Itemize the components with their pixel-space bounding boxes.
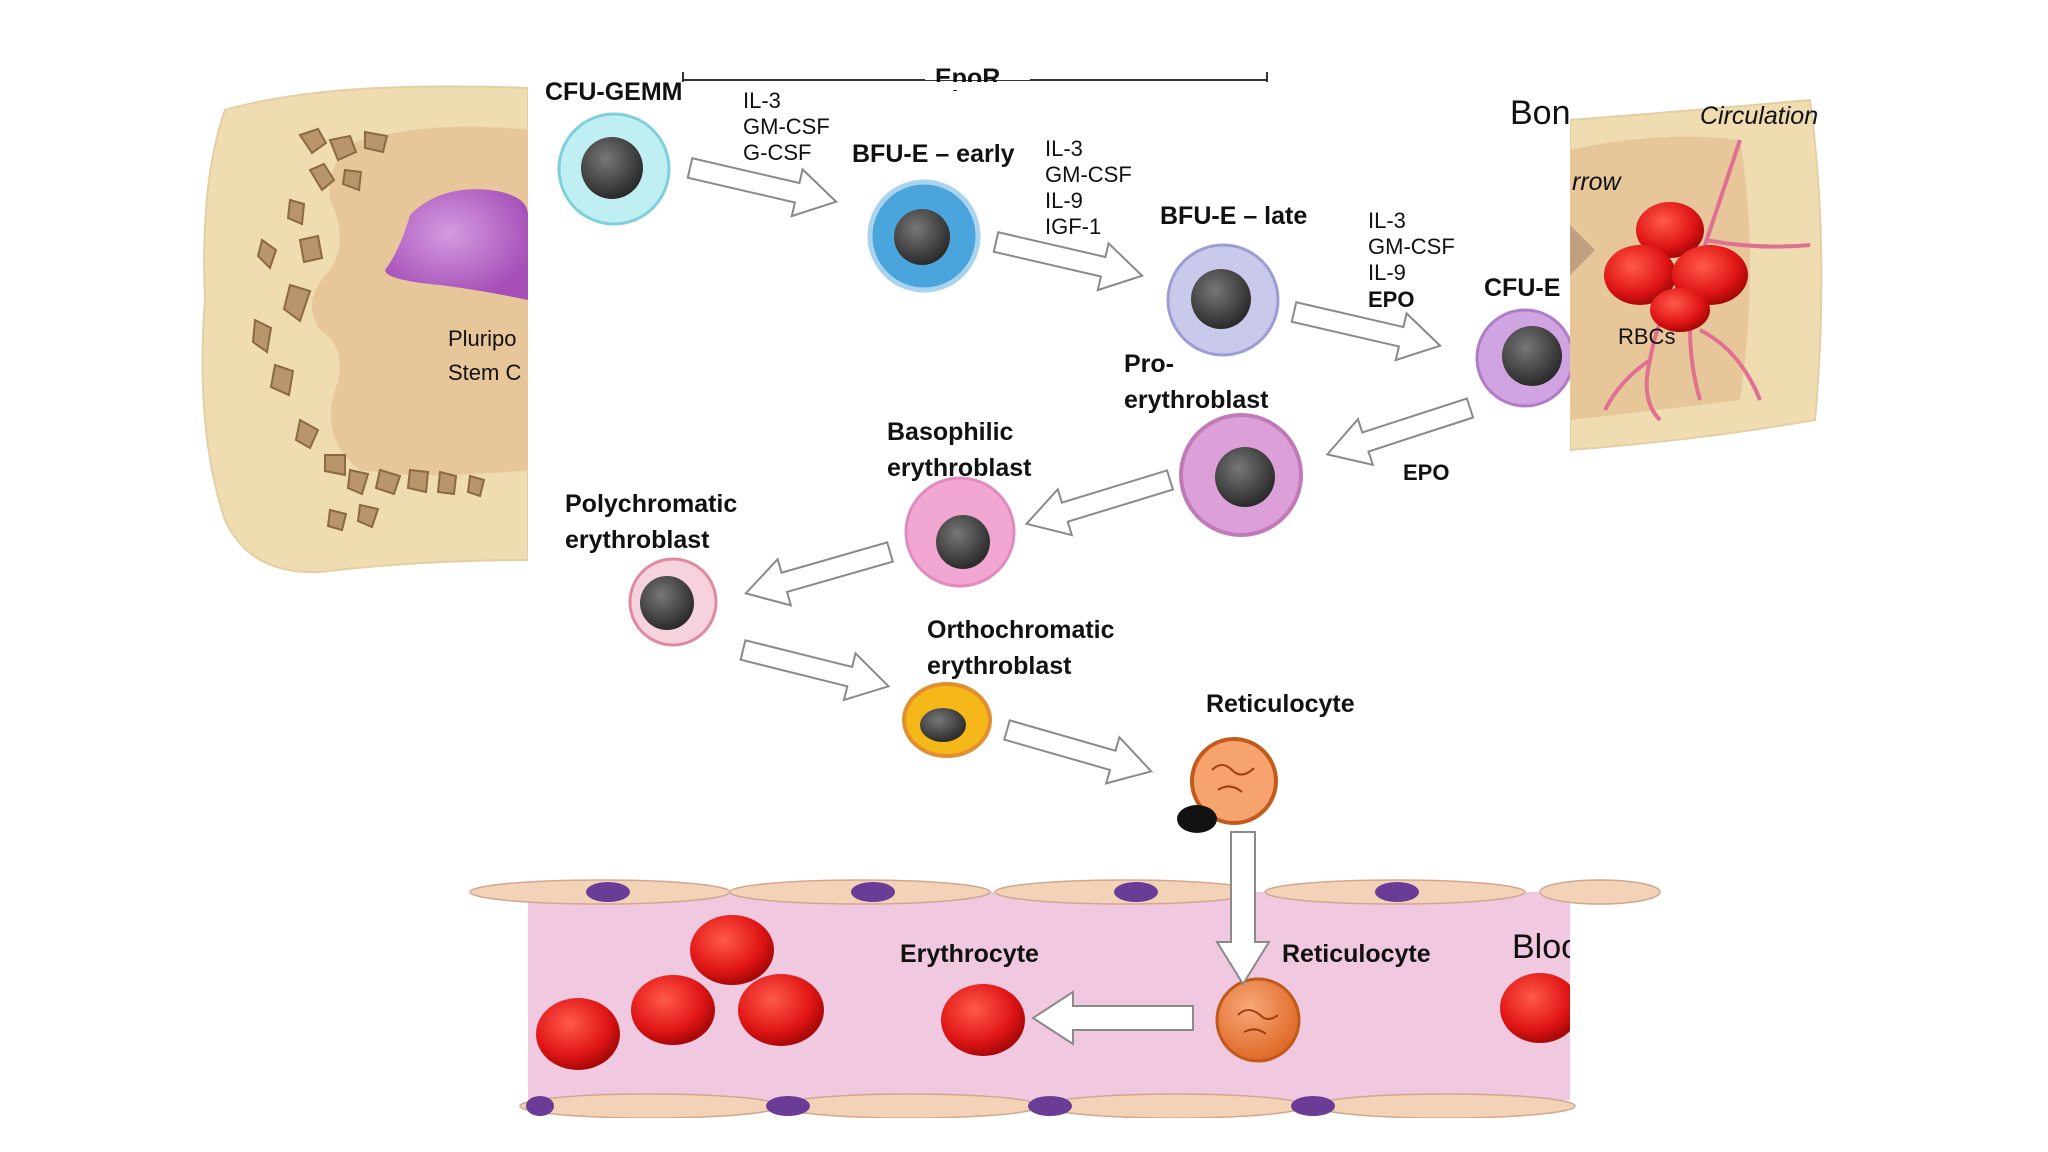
label-cfu-e: CFU-E xyxy=(1484,274,1560,302)
arrow-7 xyxy=(739,639,891,702)
factor-gmcsf-2: GM-CSF xyxy=(1045,162,1132,187)
factor-il9-3: IL-9 xyxy=(1368,260,1406,285)
cell-reticulocyte-blood xyxy=(1215,977,1301,1063)
right-circulation-panel: Circulation rrow RBCs xyxy=(1569,98,1823,452)
epor-bracket: EpoR xyxy=(528,64,1570,92)
circulating-rbc-cluster xyxy=(1604,202,1748,332)
cell-basophilic-erythroblast xyxy=(904,476,1016,588)
factor-il3-2: IL-3 xyxy=(1045,136,1083,161)
label-baso-line2: erythroblast xyxy=(887,454,1032,482)
arrow-1 xyxy=(686,157,839,218)
arrow-2 xyxy=(992,231,1145,292)
pluripotent-stem-cell xyxy=(385,189,528,300)
factor-il9-2: IL-9 xyxy=(1045,188,1083,213)
rbcs-label: RBCs xyxy=(1618,324,1675,349)
label-ortho-line2: erythroblast xyxy=(927,652,1072,680)
factor-gmcsf-1: GM-CSF xyxy=(743,114,830,139)
stem-label-line1: Pluripo xyxy=(448,326,516,351)
blood-label-partial: Bloo xyxy=(1512,928,1580,966)
bone-label-partial: Bon xyxy=(1510,94,1571,132)
arrow-5 xyxy=(1024,469,1175,537)
marrow-label-partial: rrow xyxy=(1572,168,1623,196)
factor-il3-1: IL-3 xyxy=(743,88,781,113)
factor-gcsf-1: G-CSF xyxy=(743,140,811,165)
factors-step2: IL-3 GM-CSF IL-9 IGF-1 xyxy=(1045,136,1132,239)
factor-epo-4: EPO xyxy=(1403,460,1449,485)
cell-polychromatic-erythroblast xyxy=(628,557,718,647)
factor-gmcsf-3: GM-CSF xyxy=(1368,234,1455,259)
arrow-8 xyxy=(1003,719,1154,785)
arrow-6 xyxy=(743,541,894,607)
left-bone-panel: Pluripo Stem C xyxy=(201,85,529,574)
label-ortho-line1: Orthochromatic xyxy=(927,616,1115,644)
factors-step3: IL-3 GM-CSF IL-9 EPO xyxy=(1368,208,1455,312)
cell-cfu-gemm xyxy=(557,112,671,226)
arrow-3 xyxy=(1290,301,1443,362)
arrow-9 xyxy=(1215,831,1271,986)
label-erythrocyte: Erythrocyte xyxy=(900,940,1039,968)
label-cfu-gemm: CFU-GEMM xyxy=(545,78,682,106)
cell-bfu-e-late xyxy=(1166,243,1280,357)
factor-epo-3: EPO xyxy=(1368,287,1414,312)
flow-arrows xyxy=(686,157,1475,1046)
factors-step1: IL-3 GM-CSF G-CSF xyxy=(743,88,830,165)
label-pro-line2: erythroblast xyxy=(1124,386,1269,414)
cell-reticulocyte-marrow xyxy=(1177,737,1278,833)
cell-orthochromatic-erythroblast xyxy=(902,682,992,758)
arrow-10 xyxy=(1031,990,1194,1046)
cell-proerythroblast xyxy=(1179,413,1303,537)
vessel-rbcs xyxy=(536,915,1570,1070)
circulation-label: Circulation xyxy=(1700,102,1818,130)
marrow-arrowhead xyxy=(1570,225,1595,275)
label-poly-line1: Polychromatic xyxy=(565,490,737,518)
erythrocyte-cell xyxy=(941,984,1025,1056)
arrow-4 xyxy=(1325,397,1475,467)
stem-label-line2: Stem C xyxy=(448,360,521,385)
factor-igf1-2: IGF-1 xyxy=(1045,214,1101,239)
label-baso-line1: Basophilic xyxy=(887,418,1014,446)
cell-cfu-e xyxy=(1475,308,1570,408)
label-reticulocyte-marrow: Reticulocyte xyxy=(1206,690,1355,718)
label-bfu-e-late: BFU-E – late xyxy=(1160,202,1307,230)
cell-bfu-e-early xyxy=(867,179,981,293)
label-bfu-e-early: BFU-E – early xyxy=(852,140,1015,168)
bone-trabeculae xyxy=(251,127,486,532)
label-pro-line1: Pro- xyxy=(1124,350,1174,378)
label-reticulocyte-blood: Reticulocyte xyxy=(1282,940,1431,968)
factor-il3-3: IL-3 xyxy=(1368,208,1406,233)
label-poly-line2: erythroblast xyxy=(565,526,710,554)
